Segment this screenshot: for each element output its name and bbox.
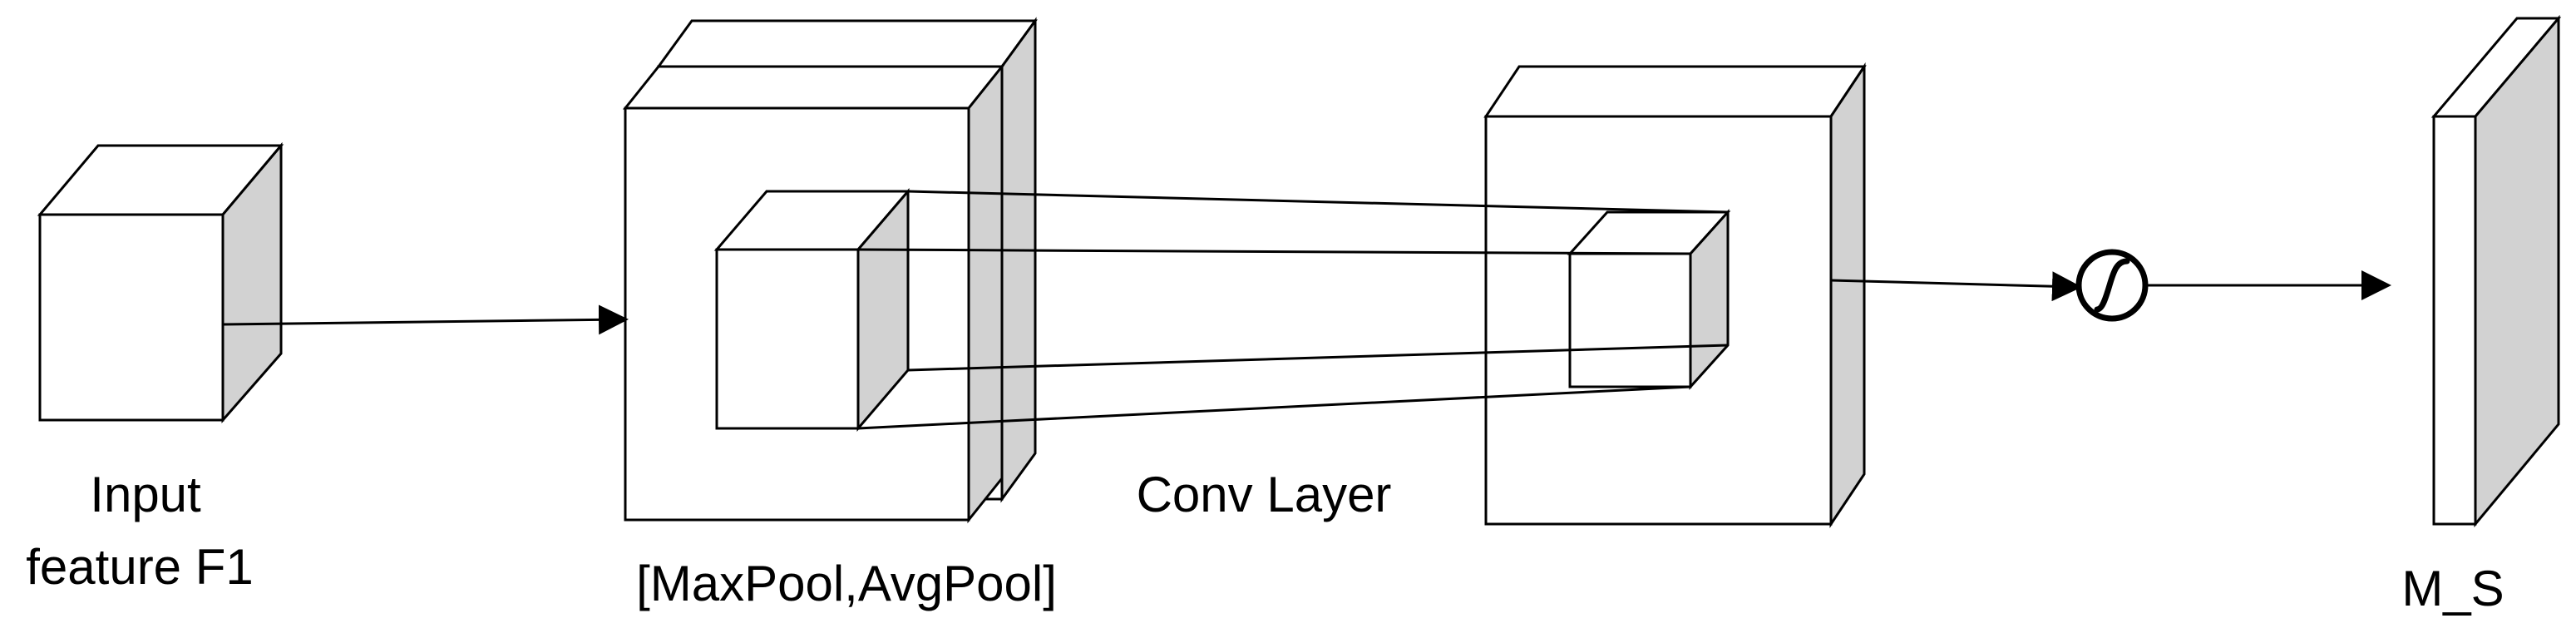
input-feature-cube: [37, 141, 284, 423]
input-label-line1: Input: [90, 467, 201, 522]
output-map: [2430, 14, 2562, 528]
projection-lines: [857, 190, 1729, 430]
sigmoid-icon: [2075, 249, 2149, 322]
arrow-input-to-pool: [222, 304, 629, 335]
conv-output-cell: [1567, 209, 1731, 390]
output-label: M_S: [2401, 561, 2504, 616]
conv-layer-label: Conv Layer: [1136, 467, 1392, 522]
pool-label: [MaxPool,AvgPool]: [636, 556, 1057, 611]
conv-kernel-cube: [713, 187, 911, 433]
input-label-line2: feature F1: [26, 539, 254, 595]
arrow-conv-to-sigmoid: [1830, 271, 2082, 302]
